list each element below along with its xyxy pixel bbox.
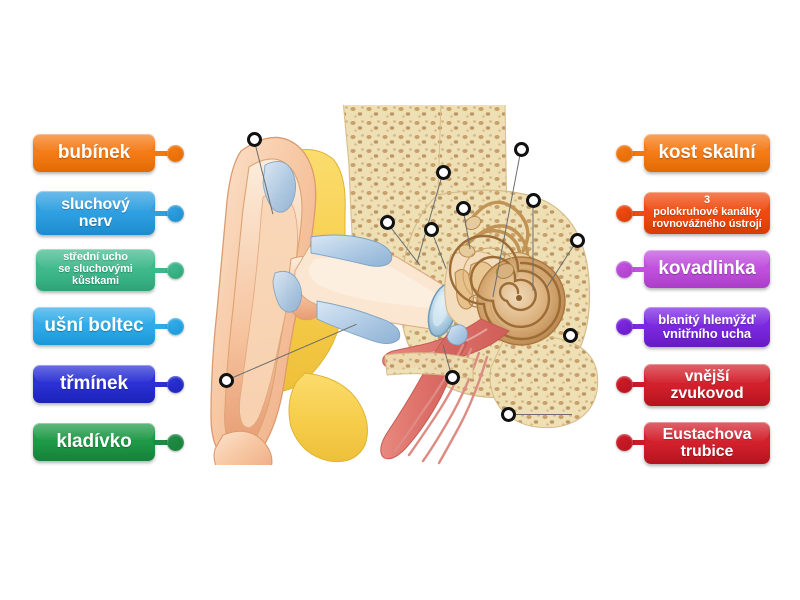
connector-stub-stredni-ucho [153,268,171,273]
leader-line-m7 [532,200,534,291]
label-text-bubinek: bubínek [57,141,131,163]
connector-dot-trminek[interactable] [167,376,184,393]
connector-stub-polokruhove-kanalky [624,211,646,216]
connector-dot-usni-boltec[interactable] [167,318,184,335]
drop-target-marker-m5[interactable] [423,221,439,237]
connector-stub-blanity-hlemyzd [624,324,646,329]
connector-stub-vnejsi-zvukovod [624,382,646,387]
connector-stub-usni-boltec [153,324,171,329]
connector-stub-bubinek [153,151,171,156]
drop-target-marker-m4[interactable] [379,214,395,230]
leader-line-m12 [508,414,572,415]
connector-stub-kost-skalni [624,151,646,156]
connector-stub-kladivko [153,440,171,445]
connector-dot-vnejsi-zvukovod[interactable] [616,376,633,393]
connector-dot-stredni-ucho[interactable] [167,262,184,279]
drop-target-marker-m12[interactable] [500,406,516,422]
drop-target-marker-m10[interactable] [218,372,234,388]
drop-target-marker-m9[interactable] [562,327,578,343]
label-chip-kladivko[interactable]: kladívko [33,423,155,461]
drop-target-marker-m8[interactable] [569,232,585,248]
label-text-usni-boltec: ušní boltec [44,314,144,336]
label-text-kladivko: kladívko [56,430,132,452]
drop-target-marker-m7[interactable] [525,192,541,208]
connector-dot-sluchovy-nerv[interactable] [167,205,184,222]
drop-target-marker-m3[interactable] [513,141,529,157]
connector-dot-bubinek[interactable] [167,145,184,162]
label-chip-kovadlinka[interactable]: kovadlinka [644,250,770,288]
label-chip-usni-boltec[interactable]: ušní boltec [33,307,155,345]
label-chip-bubinek[interactable]: bubínek [33,134,155,172]
connector-dot-kladivko[interactable] [167,434,184,451]
drop-target-marker-m2[interactable] [435,164,451,180]
label-chip-kost-skalni[interactable]: kost skalní [644,134,770,172]
connector-dot-kost-skalni[interactable] [616,145,633,162]
label-text-trminek: třmínek [60,372,128,394]
connector-stub-kovadlinka [624,267,646,272]
label-text-kost-skalni: kost skalní [658,141,756,163]
label-chip-trminek[interactable]: třmínek [33,365,155,403]
connector-stub-sluchovy-nerv [153,211,171,216]
drop-target-marker-m1[interactable] [246,131,262,147]
drop-target-marker-m6[interactable] [455,200,471,216]
connector-dot-blanity-hlemyzd[interactable] [616,318,633,335]
connector-stub-eustachova-trubice [624,440,646,445]
connector-dot-kovadlinka[interactable] [616,261,633,278]
connector-dot-eustachova-trubice[interactable] [616,434,633,451]
connector-dot-polokruhove-kanalky[interactable] [616,205,633,222]
connector-stub-trminek [153,382,171,387]
ear-anatomy-illustration [205,99,605,478]
drop-target-marker-m11[interactable] [444,369,460,385]
label-text-kovadlinka: kovadlinka [658,257,756,279]
